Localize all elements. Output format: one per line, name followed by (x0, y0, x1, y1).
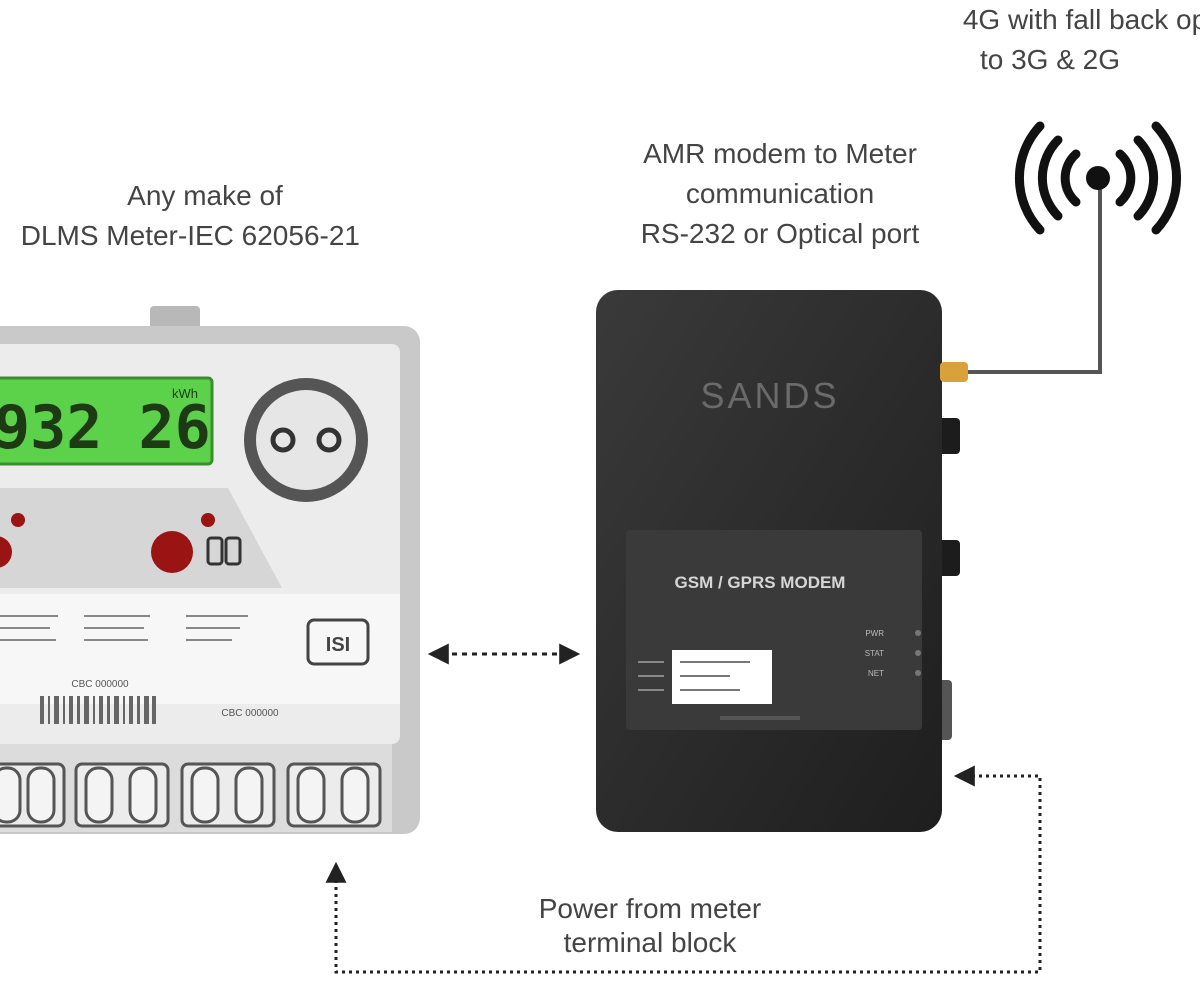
modem-comm-caption-line-2: communication (685, 178, 875, 209)
energy-meter: 932 26 kWh ISI CBC 000000 (0, 306, 420, 834)
modem-status-leds: PWR STAT NET (865, 629, 921, 678)
meter-caption: Any make of DLMS Meter-IEC 62056-21 (0, 176, 370, 256)
antenna-connector (940, 362, 968, 382)
network-caption-line-1: 4G with fall back op (962, 4, 1200, 35)
power-caption-line-2: terminal block (563, 927, 737, 958)
led-label-pwr: PWR (865, 629, 884, 638)
barcode (40, 696, 156, 724)
power-caption: Power from meter terminal block (450, 892, 850, 960)
nameplate (0, 594, 400, 704)
optical-port-lens-right (316, 427, 342, 453)
push-button-icon (206, 536, 242, 566)
indicator-lamp-2 (151, 531, 193, 573)
network-caption-line-2: to 3G & 2G (979, 44, 1121, 75)
optical-port-lens-left (270, 427, 296, 453)
modem-comm-caption: AMR modem to Meter communication RS-232 … (590, 134, 970, 254)
modem-side-port-2 (938, 540, 960, 576)
power-supply-link (325, 765, 1042, 974)
meter-top-tab (150, 306, 200, 332)
optical-port-face (256, 390, 356, 490)
nameplate-text-lines (0, 615, 248, 641)
terminal-screws (0, 762, 382, 828)
modem-brand: SANDS (700, 375, 839, 416)
meter-caption-line-2: DLMS Meter-IEC 62056-21 (20, 220, 360, 251)
isi-mark: ISI (326, 634, 350, 656)
modem-info-sticker (638, 650, 772, 704)
wireless-signal-icon (1014, 121, 1182, 235)
modem-comm-caption-line-1: AMR modem to Meter (643, 138, 917, 169)
led-label-net: NET (868, 669, 884, 678)
gsm-modem: SANDS GSM / GPRS MODEM PWR STAT NET (596, 290, 960, 832)
power-caption-line-1: Power from meter (538, 893, 762, 924)
pulse-led-1 (11, 513, 25, 527)
meter-caption-line-1: Any make of (127, 180, 283, 211)
modem-slot (720, 716, 800, 720)
lcd-unit: kWh (172, 386, 198, 401)
lcd-reading: 932 26 (0, 393, 211, 463)
serial-label-1: CBC 000000 (71, 679, 129, 690)
pulse-led-2 (201, 513, 215, 527)
antenna-cable (968, 180, 1102, 374)
indicator-lamp-1 (0, 536, 12, 568)
isi-mark-frame (306, 618, 370, 666)
lcd-display (0, 376, 214, 466)
modem-side-port-1 (938, 418, 960, 454)
modem-comm-caption-line-3: RS-232 or Optical port (640, 218, 920, 249)
led-label-stat: STAT (865, 649, 884, 658)
modem-title: GSM / GPRS MODEM (675, 573, 846, 592)
network-caption: 4G with fall back op to 3G & 2G (905, 0, 1200, 80)
serial-label-2: CBC 000000 (221, 708, 279, 719)
